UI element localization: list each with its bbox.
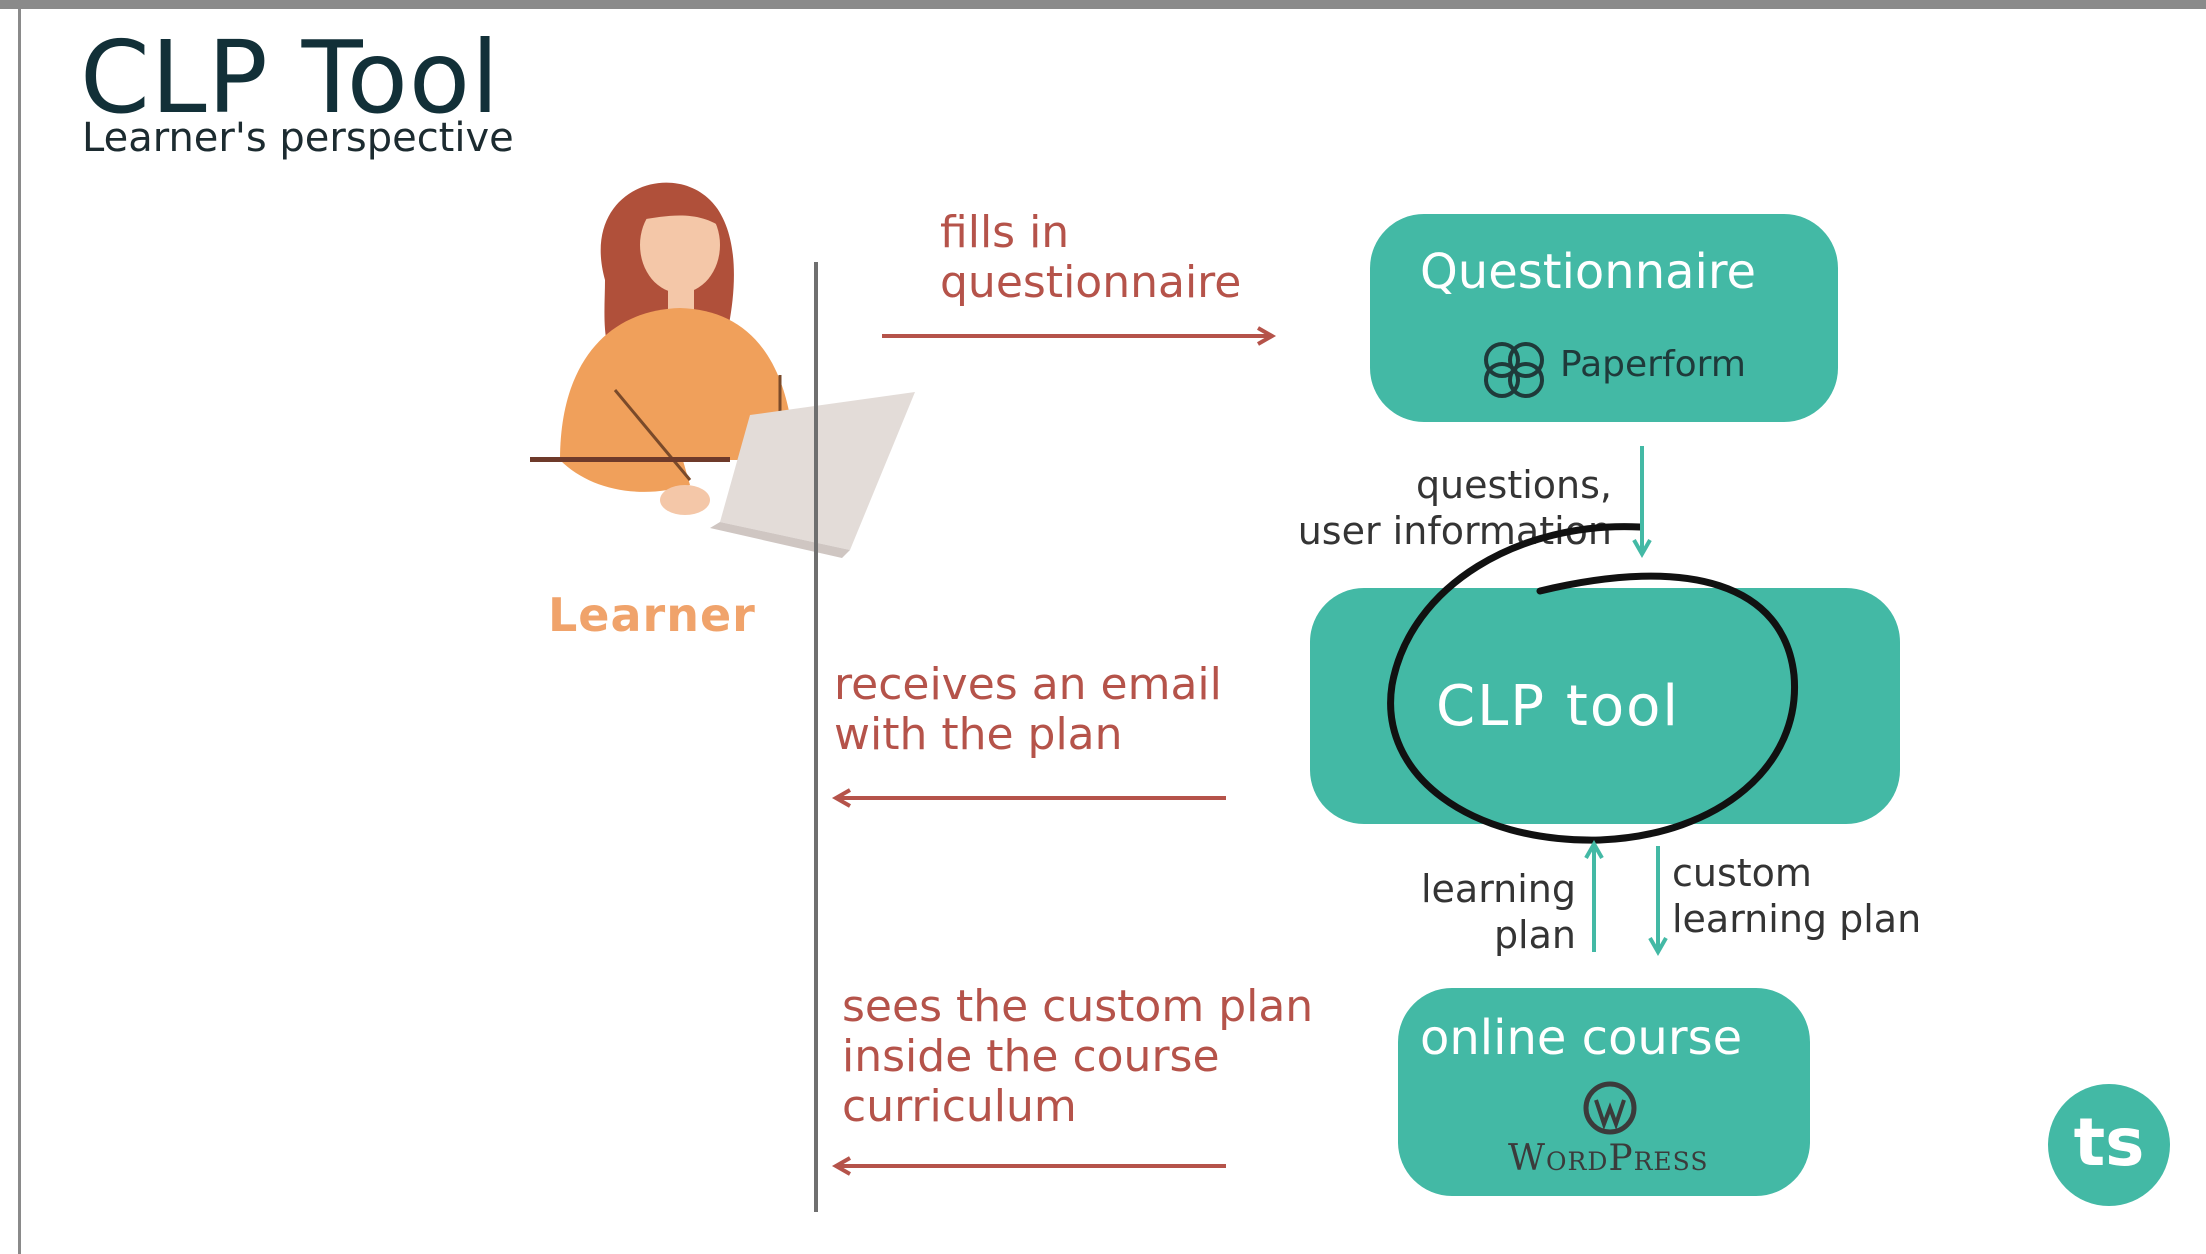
learning-plan-text: learning plan [1420,867,1576,957]
clp-tool-label: CLP tool [1436,674,1680,739]
learner-label: Learner [548,588,756,642]
online-course-label: online course [1420,1010,1743,1066]
receives-email-text: receives an email with the plan [834,659,1222,760]
questionnaire-label: Questionnaire [1420,244,1757,300]
arrow-to-questionnaire [882,326,1277,346]
arrow-course-to-learner [831,1156,1226,1176]
online-course-box [1398,988,1810,1196]
arrow-email-to-learner [831,788,1226,808]
clp-tool-box [1310,588,1900,824]
wordpress-icon [1583,1081,1637,1135]
frame-top-border [0,0,2206,9]
questionnaire-box [1370,214,1838,422]
sees-plan-text: sees the custom plan inside the course c… [842,981,1314,1132]
learner-timeline-line [814,262,818,1212]
arrow-clp-to-course [1648,846,1668,957]
custom-learning-plan-text: custom learning plan [1672,851,1922,941]
paperform-icon [1484,342,1544,398]
ts-logo-badge: ts [2048,1084,2170,1206]
page-subtitle: Learner's perspective [82,115,514,161]
paperform-logo-text: Paperform [1560,344,1746,385]
arrow-course-to-clp [1584,839,1604,952]
page-title: CLP Tool [80,19,500,136]
frame-left-border [18,9,21,1254]
wordpress-logo-text: WordPress [1508,1138,1709,1179]
learner-illustration [530,182,915,558]
fills-in-questionnaire-text: fills in questionnaire [940,207,1242,308]
